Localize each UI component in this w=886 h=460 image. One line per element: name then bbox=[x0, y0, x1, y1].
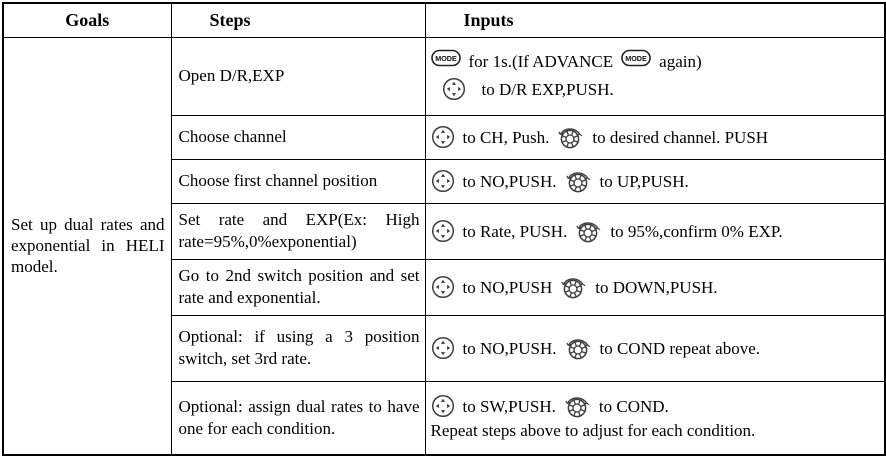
input-text: Repeat steps above to adjust for each co… bbox=[430, 421, 756, 441]
input-text: to NO,PUSH. bbox=[462, 171, 557, 191]
nav-pad-icon bbox=[442, 77, 466, 101]
table-row: Set rate and EXP(Ex: High rate=95%,0%exp… bbox=[3, 202, 886, 260]
nav-pad-icon bbox=[431, 219, 455, 243]
step-text: Optional: assign dual rates to have one … bbox=[170, 380, 426, 456]
dial-icon bbox=[564, 394, 591, 418]
header-row: Goals Steps Inputs bbox=[2, 2, 886, 38]
input-line: to CH, Push. to desired channel. PUSH bbox=[431, 125, 881, 149]
input-line: MODE for 1s.(If ADVANCE MODE again) bbox=[430, 49, 881, 72]
input-text: to SW,PUSH. bbox=[462, 396, 556, 416]
svg-text:MODE: MODE bbox=[435, 54, 457, 63]
input-text: to COND. bbox=[598, 396, 669, 416]
input-line: to SW,PUSH. to COND. bbox=[431, 394, 881, 418]
dial-icon bbox=[565, 336, 592, 360]
table-row: Optional: assign dual rates to have one … bbox=[3, 380, 886, 456]
nav-pad-icon bbox=[431, 125, 455, 149]
dial-icon bbox=[565, 169, 592, 193]
dial-icon bbox=[557, 125, 584, 149]
goal-text: Set up dual rates and exponential in HEL… bbox=[2, 36, 172, 456]
input-text: to desired channel. PUSH bbox=[592, 127, 769, 147]
input-line: to Rate, PUSH. to 95%,confirm 0% EXP. bbox=[431, 219, 881, 243]
input-text: for 1s.(If ADVANCE bbox=[468, 52, 614, 71]
step-text: Optional: if using a 3 position switch, … bbox=[170, 314, 426, 382]
input-line: to NO,PUSH. to COND repeat above. bbox=[431, 336, 881, 360]
input-text: to NO,PUSH bbox=[462, 277, 553, 297]
inputs-cell: to Rate, PUSH. to 95%,confirm 0% EXP. bbox=[424, 202, 886, 260]
step-text: Open D/R,EXP bbox=[170, 36, 426, 116]
input-text: to Rate, PUSH. bbox=[462, 221, 568, 241]
svg-text:MODE: MODE bbox=[625, 54, 647, 63]
inputs-cell: to NO,PUSH to DOWN,PUSH. bbox=[424, 258, 886, 316]
input-text: to D/R EXP,PUSH. bbox=[481, 79, 614, 99]
nav-pad-icon bbox=[431, 336, 455, 360]
input-text: to NO,PUSH. bbox=[462, 338, 557, 358]
input-text: to CH, Push. bbox=[462, 127, 550, 147]
input-line: to NO,PUSH to DOWN,PUSH. bbox=[431, 275, 881, 299]
input-line: Repeat steps above to adjust for each co… bbox=[431, 420, 881, 441]
table-row: Set up dual rates and exponential in HEL… bbox=[2, 36, 886, 456]
nav-pad-icon bbox=[431, 394, 455, 418]
table-header: Goals Steps Inputs bbox=[2, 2, 886, 38]
step-text: Choose channel bbox=[170, 114, 426, 160]
inputs-cell: to CH, Push. to desired channel. PUSH bbox=[424, 114, 886, 160]
step-text: Choose first channel position bbox=[170, 158, 426, 204]
mode-button-icon: MODE bbox=[621, 49, 651, 67]
step-text: Set rate and EXP(Ex: High rate=95%,0%exp… bbox=[170, 202, 426, 260]
nav-pad-icon bbox=[431, 169, 455, 193]
nav-pad-icon bbox=[431, 275, 455, 299]
header-inputs: Inputs bbox=[424, 2, 886, 38]
input-text: to COND repeat above. bbox=[599, 338, 761, 358]
table-row: Optional: if using a 3 position switch, … bbox=[3, 314, 886, 382]
mode-button-icon: MODE bbox=[430, 49, 461, 67]
table-row: Go to 2nd switch position and set rate a… bbox=[3, 258, 886, 316]
step-text: Go to 2nd switch position and set rate a… bbox=[170, 258, 426, 316]
header-goals: Goals bbox=[2, 2, 172, 38]
dial-icon bbox=[560, 275, 587, 299]
inputs-cell: to NO,PUSH. to UP,PUSH. bbox=[424, 158, 886, 204]
inputs-cell: MODE for 1s.(If ADVANCE MODE again) to D/R E… bbox=[424, 36, 886, 116]
input-line: to NO,PUSH. to UP,PUSH. bbox=[431, 169, 881, 193]
inputs-cell: to SW,PUSH. to COND. Repeat steps above to… bbox=[424, 380, 886, 456]
inputs-cell: to NO,PUSH. to COND repeat above. bbox=[424, 314, 886, 382]
table-body: Set up dual rates and exponential in HEL… bbox=[2, 36, 886, 456]
dial-icon bbox=[575, 219, 602, 243]
input-text: again) bbox=[659, 52, 702, 71]
table-row: Choose channel to CH, Push. to desired cha… bbox=[3, 114, 886, 160]
input-text: to DOWN,PUSH. bbox=[595, 277, 718, 297]
input-text: to UP,PUSH. bbox=[599, 171, 689, 191]
input-text: to 95%,confirm 0% EXP. bbox=[610, 221, 783, 241]
input-line: to D/R EXP,PUSH. bbox=[431, 77, 881, 101]
header-steps: Steps bbox=[170, 2, 426, 38]
